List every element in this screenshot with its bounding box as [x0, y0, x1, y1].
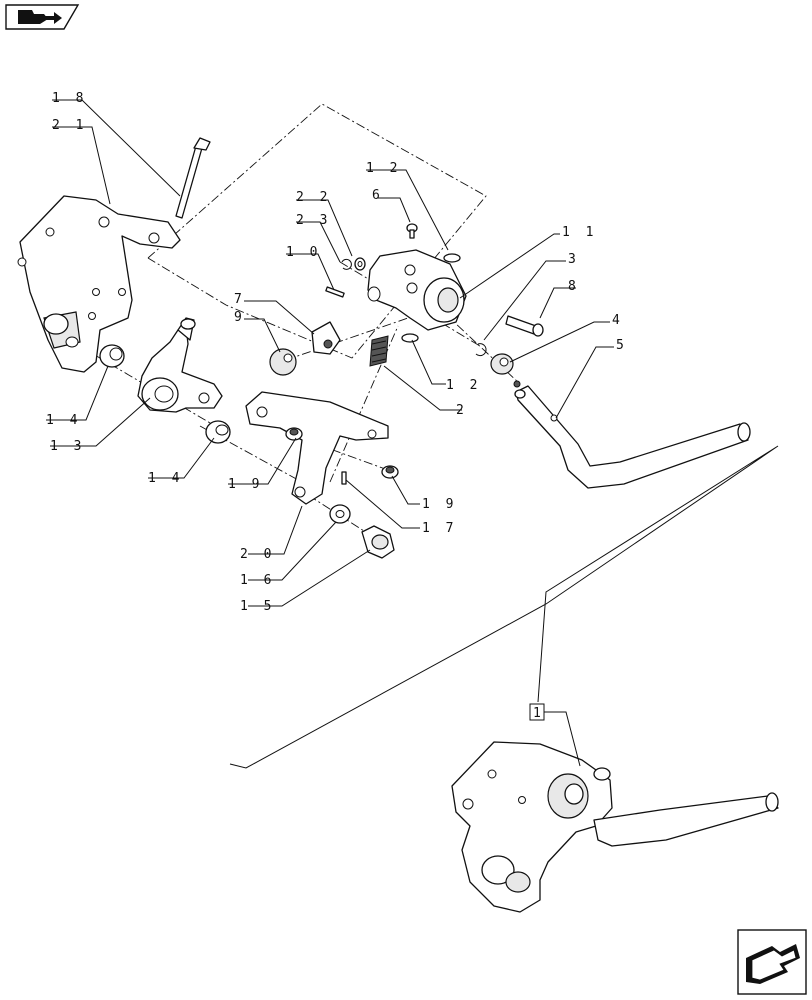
callout-labels: 1 8 2 1 1 2 6 2 2 2 3 1 0 1 1 3 8 7 9 4 …: [46, 91, 628, 614]
folder-arrow-icon[interactable]: [5, 4, 80, 30]
callout-7: 7: [234, 292, 246, 307]
callout-13: 1 3: [50, 439, 85, 454]
callout-2: 2: [456, 403, 468, 418]
long-bolt: [175, 137, 211, 219]
callout-19-right: 1 9: [422, 497, 457, 512]
hand-lever: [513, 380, 751, 489]
callout-21: 2 1: [52, 118, 87, 133]
circlip: [475, 343, 487, 357]
assembly-reference-label: 1: [533, 706, 545, 721]
callout-15: 1 5: [240, 599, 275, 614]
callout-10: 1 0: [286, 245, 321, 260]
mounting-bracket-plate: [17, 195, 181, 373]
bushing-upper: [99, 344, 125, 368]
enlargement-lines: [229, 445, 779, 769]
screw-right: [381, 465, 399, 479]
small-screw: [406, 223, 418, 239]
callout-12-bottom: 1 2: [446, 378, 481, 393]
callout-11: 1 1: [562, 225, 597, 240]
callout-19-left: 1 9: [228, 477, 263, 492]
handle-bushing: [490, 353, 514, 375]
callout-3: 3: [568, 252, 580, 267]
callout-20: 2 0: [240, 547, 275, 562]
callout-17: 1 7: [422, 521, 457, 536]
callout-5: 5: [616, 338, 628, 353]
flat-washer: [329, 504, 351, 524]
detent-ball: [269, 348, 297, 376]
callout-9: 9: [234, 310, 246, 325]
next-page-arrow-icon[interactable]: [737, 929, 807, 995]
assembled-view: [451, 741, 779, 913]
bushing-lower: [205, 420, 231, 444]
screw-left: [285, 427, 303, 441]
callout-8: 8: [568, 279, 580, 294]
callout-14-left: 1 4: [46, 413, 81, 428]
clip-lower: [401, 333, 419, 343]
detent-cap: [311, 321, 341, 355]
snap-ring: [341, 258, 352, 270]
callout-6: 6: [372, 188, 384, 203]
hex-bolt: [361, 525, 395, 559]
callout-18: 1 8: [52, 91, 87, 106]
spring: [369, 335, 389, 367]
lower-bracket: [245, 391, 389, 505]
callout-14-lower: 1 4: [148, 471, 183, 486]
callout-16: 1 6: [240, 573, 275, 588]
callout-4: 4: [612, 313, 624, 328]
detent-housing: [367, 249, 467, 331]
clevis-pin: [505, 315, 544, 337]
callout-22: 2 2: [296, 190, 331, 205]
clip-upper: [443, 253, 461, 263]
pin-long: [325, 286, 345, 298]
projection-frame: [147, 103, 487, 359]
callout-12-top: 1 2: [366, 161, 401, 176]
small-pin: [341, 471, 347, 485]
assembly-reference: 1: [529, 703, 581, 767]
washer-small: [354, 257, 366, 271]
callout-23: 2 3: [296, 213, 331, 228]
lever-arm: [137, 317, 223, 413]
leader-lines: [46, 99, 614, 607]
